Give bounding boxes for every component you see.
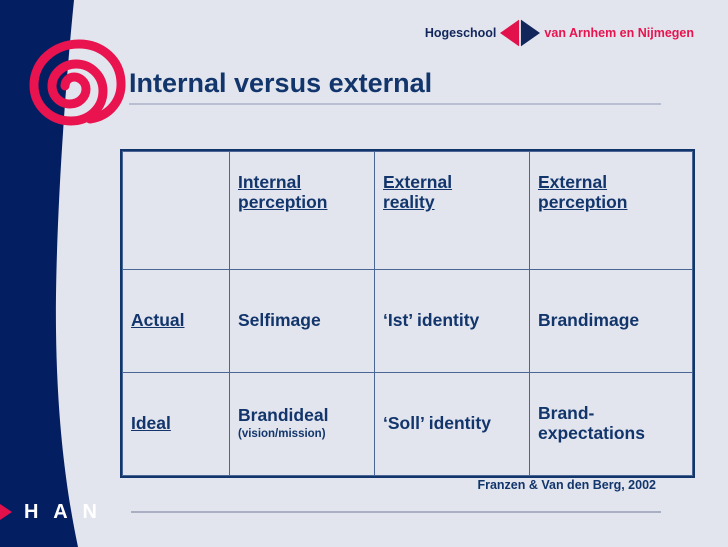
han-arrow-icon (0, 504, 12, 520)
cell-ideal-external-perception: Brand-expectations (529, 372, 693, 476)
table-row: Ideal Brandideal (vision/mission) ‘Soll’… (122, 372, 693, 476)
cell-ideal-external-reality: ‘Soll’ identity (374, 372, 530, 476)
source-citation: Franzen & Van den Berg, 2002 (477, 478, 656, 492)
row-label-ideal: Ideal (122, 372, 230, 476)
cell-main-text: ‘Ist’ identity (383, 310, 480, 331)
row-label-text: Ideal (131, 413, 171, 434)
header-cell-external-perception: External perception (529, 151, 693, 270)
comparison-matrix-table: Internal perception External reality Ext… (122, 151, 693, 476)
cell-main-text: ‘Soll’ identity (383, 413, 491, 434)
cell-actual-internal-perception: Selfimage (229, 269, 375, 373)
header-line-2: perception (238, 191, 328, 212)
header-line-1: External (538, 172, 608, 192)
table-row: Actual Selfimage ‘Ist’ identity Brandima… (122, 269, 693, 373)
header-cell-corner (122, 151, 230, 270)
brand-diamond-icon (500, 19, 541, 47)
page-title: Internal versus external (129, 68, 433, 98)
cell-actual-external-reality: ‘Ist’ identity (374, 269, 530, 373)
cell-actual-external-perception: Brandimage (529, 269, 693, 373)
row-label-actual: Actual (122, 269, 230, 373)
brand-logo: Hogeschool van Arnhem en Nijmegen (425, 18, 694, 48)
brand-word-van-arnhem-en-nijmegen: van Arnhem en Nijmegen (544, 26, 694, 40)
header-line-2: perception (538, 191, 628, 212)
header-cell-external-reality: External reality (374, 151, 530, 270)
han-footer-mark: H A N (0, 492, 120, 532)
header-line-2: reality (383, 191, 435, 212)
title-divider (129, 103, 661, 105)
cell-main-text: Brandimage (538, 310, 640, 331)
cell-main-text: Selfimage (238, 310, 321, 331)
cell-main-text: Brand-expectations (538, 403, 645, 443)
cell-ideal-internal-perception: Brandideal (vision/mission) (229, 372, 375, 476)
han-label: H A N (24, 501, 102, 523)
row-label-text: Actual (131, 310, 185, 331)
header-line-1: External (383, 172, 453, 192)
footer-divider (131, 511, 661, 513)
brand-word-hogeschool: Hogeschool (424, 26, 497, 40)
table-header-row: Internal perception External reality Ext… (122, 151, 693, 270)
cell-note-text: (vision/mission) (238, 427, 326, 440)
spiral-logo-icon (29, 39, 126, 126)
header-line-1: Internal (238, 172, 302, 192)
cell-main-text: Brandideal (238, 405, 329, 426)
navy-side-band (0, 0, 78, 547)
header-cell-internal-perception: Internal perception (229, 151, 375, 270)
